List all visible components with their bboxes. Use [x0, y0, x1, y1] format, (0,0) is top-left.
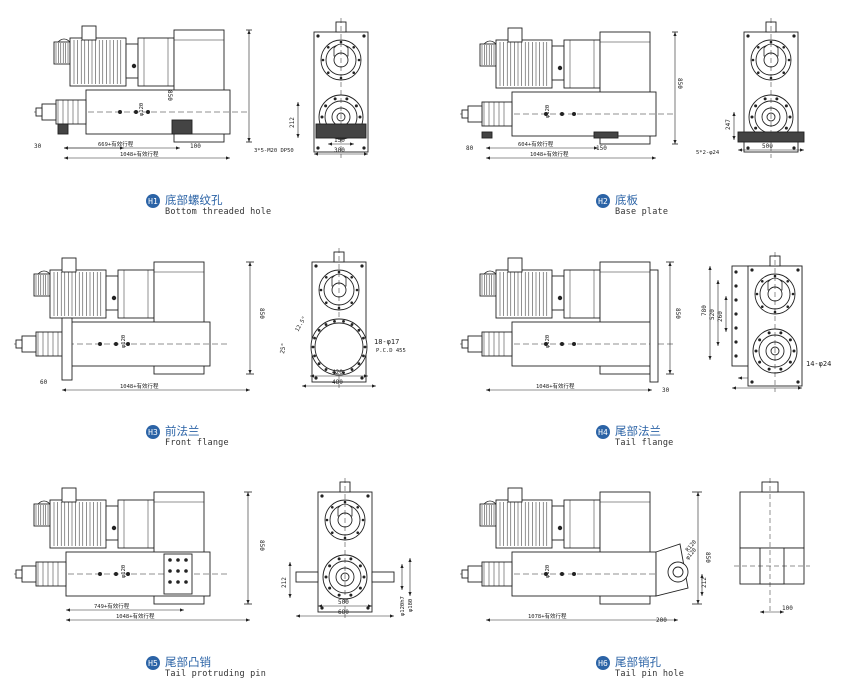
- caption-title-zh: 尾部销孔: [615, 655, 661, 669]
- dim-total: 1048+有效行程: [120, 150, 159, 158]
- caption-title-en: Tail flange: [615, 438, 674, 448]
- badge-h1: H1: [146, 194, 160, 208]
- panel-h6-end-view: 100: [734, 478, 810, 614]
- panel-h1-front-view: 212 3*5-M20 DP50 150 300: [254, 18, 369, 158]
- dim-holes: 14-φ24: [806, 360, 831, 368]
- caption-title-en: Tail protruding pin: [165, 669, 267, 679]
- dim-height: 850: [166, 90, 173, 101]
- badge-h2: H2: [596, 194, 610, 208]
- dim-holes: 5*2-φ24: [696, 150, 720, 156]
- dim-left-end: 30: [34, 143, 42, 150]
- dim-w1: 500: [762, 143, 773, 150]
- panel-h2-side-view: 850 φ120 80 604+有效行程 150 1048+有效行程: [460, 27, 683, 160]
- panel-h1-side-view: 850 φ120 30 669+有效行程 100 1048+有效行程: [34, 25, 252, 160]
- caption-title-zh: 底部螺纹孔: [165, 193, 223, 207]
- caption-title-zh: 尾部法兰: [615, 424, 661, 438]
- caption-title-zh: 尾部凸销: [165, 655, 211, 669]
- dim-threads: 3*5-M20 DP50: [254, 148, 294, 154]
- dim-pin-d1: φ120h7: [400, 596, 406, 616]
- dim-stroke: 604+有效行程: [518, 140, 554, 148]
- dim-w1: 420: [332, 369, 343, 376]
- badge-h4: H4: [596, 425, 610, 439]
- badge-h5: H5: [146, 656, 160, 670]
- dim-tail: 30: [662, 387, 670, 394]
- dim-bore: φ120: [121, 565, 127, 578]
- dim-total: 1048+有效行程: [120, 382, 159, 390]
- dim-bore: φ120: [139, 103, 145, 116]
- dim-pin-height: 212: [281, 577, 288, 588]
- dim-angle2: 12.5°: [295, 316, 308, 333]
- dim-bore: φ120: [545, 565, 551, 578]
- dim-tail: 100: [190, 143, 201, 150]
- dim-tail: 150: [596, 145, 607, 152]
- dim-w2: 680: [338, 609, 349, 616]
- caption-title-zh: 底板: [615, 193, 638, 207]
- dim-left-end: 80: [466, 145, 474, 152]
- dim-stroke: 749+有效行程: [94, 602, 130, 610]
- dim-height: 850: [676, 78, 683, 89]
- dim-v3: 260: [717, 311, 724, 322]
- panel-h4-end-detail: [747, 252, 803, 392]
- dim-tail: 200: [656, 617, 667, 624]
- dim-total: 1048+有效行程: [116, 612, 155, 620]
- dim-w2: 300: [334, 147, 345, 154]
- dim-height: 850: [674, 308, 681, 319]
- dim-angle: 25°: [279, 342, 288, 354]
- dim-pcd: P.C.D 455: [376, 348, 406, 354]
- badge-h6: H6: [596, 656, 610, 670]
- dim-w1: 500: [338, 599, 349, 606]
- dim-pin-d2: φ180: [408, 599, 414, 612]
- dim-v1: 780: [701, 305, 708, 316]
- dim-total: 1078+有效行程: [528, 612, 567, 620]
- caption-title-en: Front flange: [165, 438, 229, 448]
- dim-w1: 150: [334, 137, 345, 144]
- dim-height: 850: [258, 308, 265, 319]
- dim-w1: 100: [782, 605, 793, 612]
- dim-left-end: 60: [40, 379, 48, 386]
- panel-h4-side-view: 850 φ120 1048+有效行程 30: [460, 257, 681, 394]
- dim-holes: 18-φ17: [374, 338, 399, 346]
- dim-height: 850: [704, 552, 711, 563]
- caption-title-zh: 前法兰: [165, 424, 200, 438]
- badge-h3: H3: [146, 425, 160, 439]
- dim-bore: φ120: [545, 105, 551, 118]
- dim-total: 1048+有效行程: [530, 150, 569, 158]
- panel-h3-side-view: 850 φ120 60 1048+有效行程: [14, 257, 265, 392]
- dim-stroke: 669+有效行程: [98, 140, 134, 148]
- dim-total: 1048+有效行程: [536, 382, 575, 390]
- dim-pin-height: 212: [701, 577, 708, 588]
- panel-h2-front-view: 247 5*2-φ24 500: [696, 18, 805, 158]
- panel-h5-side-view: 850 φ120 749+有效行程 1048+有效行程: [14, 487, 265, 622]
- dim-plate-height: 247: [725, 119, 732, 130]
- dim-bore: φ120: [545, 335, 551, 348]
- dim-height: 850: [258, 540, 265, 551]
- caption-title-en: Tail pin hole: [615, 669, 685, 679]
- dim-v2: 520: [709, 309, 716, 320]
- caption-title-en: Bottom threaded hole: [165, 207, 272, 217]
- dim-w2: 480: [332, 379, 343, 386]
- caption-title-en: Base plate: [615, 207, 669, 217]
- dim-screw-height: 212: [289, 117, 296, 128]
- dim-bore: φ120: [121, 335, 127, 348]
